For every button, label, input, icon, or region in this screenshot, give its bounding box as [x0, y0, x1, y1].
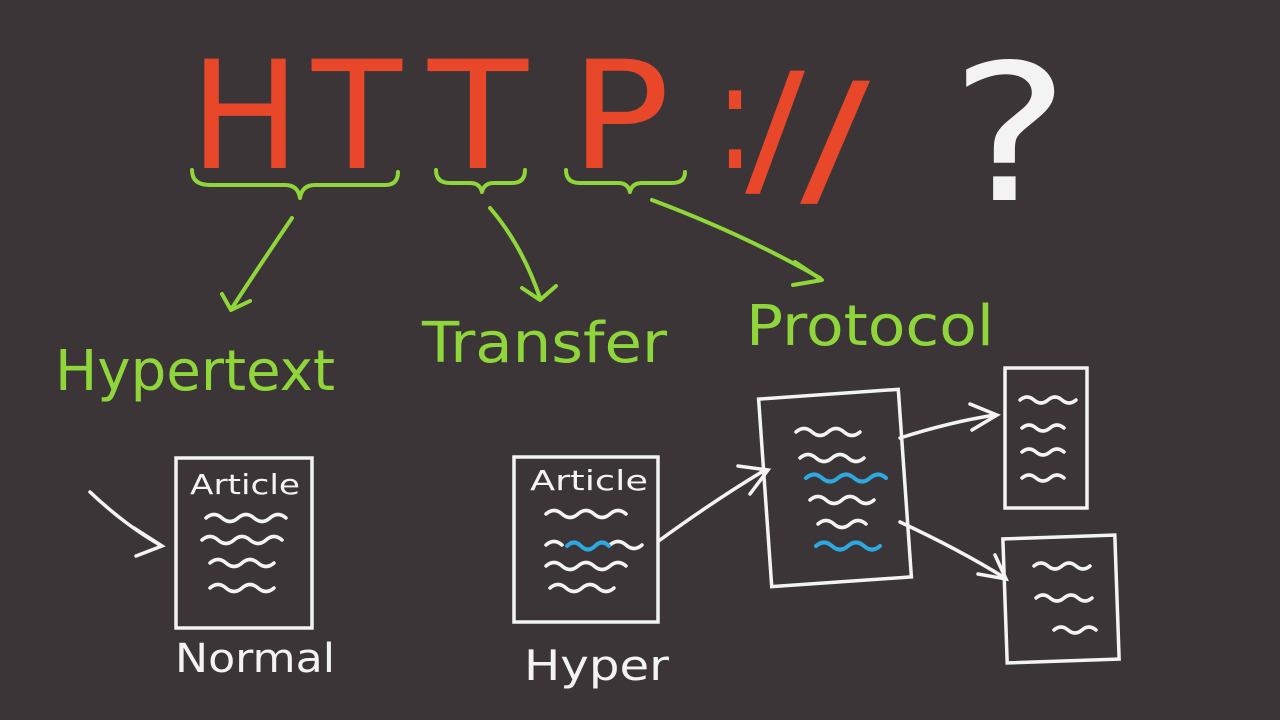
- hyperlink-squiggle: [565, 540, 611, 552]
- title-colon: :: [715, 30, 755, 204]
- linked-document-top: [1003, 366, 1089, 510]
- arrowhead-page-top: [968, 402, 1001, 432]
- word-transfer: Transfer: [421, 311, 668, 376]
- arrow-to-page-top: [898, 413, 997, 440]
- hyperlink-squiggle: [804, 472, 888, 484]
- hyperlink-squiggle: [814, 540, 882, 552]
- title-slash-2: /: [800, 52, 871, 226]
- brace-transfer: [434, 168, 527, 194]
- braces-and-arrows: [190, 168, 824, 312]
- arrowhead-protocol: [791, 260, 824, 287]
- normal-document: [174, 456, 314, 630]
- arrowhead-transfer: [520, 284, 558, 302]
- text-line: [798, 452, 866, 464]
- text-line: [1052, 625, 1098, 635]
- text-line: [544, 508, 628, 520]
- text-line: [1020, 473, 1066, 483]
- normal-example: [88, 456, 314, 630]
- title-letter-t1: T: [311, 30, 403, 204]
- text-line: [1032, 561, 1092, 571]
- hyper-doc-title: Article: [530, 464, 648, 497]
- text-line: [794, 426, 862, 438]
- linked-document-bottom: [1001, 533, 1121, 665]
- arrow-to-hypertext: [230, 216, 294, 310]
- normal-doc-title: Article: [190, 468, 300, 501]
- brace-protocol: [564, 168, 687, 194]
- http-title: H T T P : / /: [190, 30, 871, 226]
- title-letter-p: P: [570, 30, 670, 204]
- arrowhead-hypertext: [220, 292, 252, 312]
- hyper-example: [512, 366, 1121, 665]
- text-line: [204, 512, 288, 524]
- text-line: [1020, 447, 1066, 457]
- text-line: [544, 539, 564, 547]
- text-line: [808, 494, 876, 506]
- text-line: [208, 582, 276, 594]
- title-slash-1: /: [745, 42, 806, 216]
- text-line: [200, 534, 284, 546]
- word-hypertext: Hypertext: [55, 339, 335, 404]
- arrowhead-linked-page: [736, 464, 772, 496]
- text-line: [1020, 423, 1066, 433]
- arrow-to-page-bottom: [898, 520, 1007, 580]
- question-mark: ?: [950, 24, 1070, 245]
- linked-document: [756, 387, 914, 589]
- arrow-to-linked-page: [658, 468, 767, 542]
- title-letter-t2: T: [427, 30, 530, 204]
- title-letter-h: H: [190, 30, 300, 204]
- text-line: [1018, 395, 1078, 405]
- text-line: [544, 560, 628, 572]
- text-line: [608, 539, 644, 551]
- hyper-document: [512, 455, 660, 624]
- hyper-caption: Hyper: [524, 641, 670, 690]
- word-protocol: Protocol: [746, 294, 994, 359]
- hyperlinks: [565, 472, 888, 552]
- text-line: [208, 557, 276, 569]
- normal-caption: Normal: [175, 636, 335, 682]
- incoming-arrowhead: [132, 526, 166, 558]
- text-line: [816, 518, 868, 530]
- arrow-to-transfer: [488, 206, 542, 300]
- brace-hyper: [190, 168, 400, 200]
- text-line: [548, 582, 616, 594]
- text-line: [1034, 593, 1094, 603]
